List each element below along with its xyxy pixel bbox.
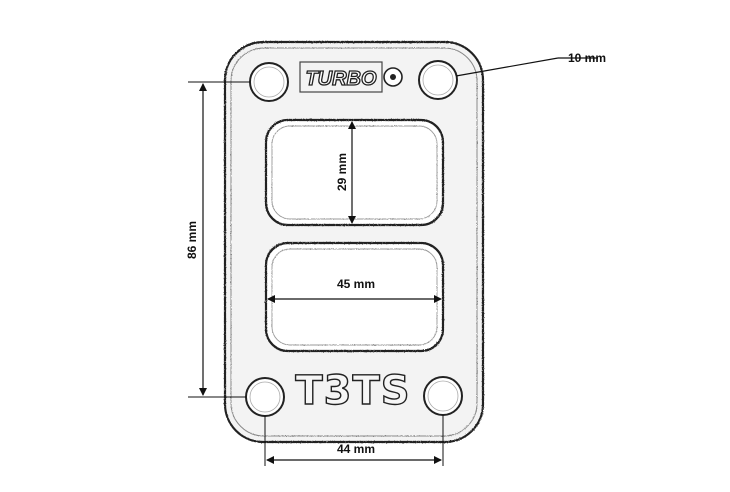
bolt-hole-diameter-label: 10 mm [568,51,606,65]
bolt-spacing-vertical-label: 86 mm [185,221,199,259]
model-stamp: T3TS [295,368,410,414]
port-height-label: 29 mm [335,153,349,191]
bolt-hole-bottom-left [245,377,285,417]
port-width-label: 45 mm [337,277,375,291]
bolt-hole-top-left [249,62,289,102]
upper-port [264,118,445,227]
lower-port [264,241,445,353]
turbo-logo: TURBO [299,61,403,93]
brand-logo-text: TURBO [305,68,377,90]
dimension-bolt-spacing-vertical: 86 mm [185,81,250,398]
dimension-port-width: 45 mm [267,277,442,303]
dimension-port-height: 29 mm [335,121,356,224]
bolt-hole-top-right [418,60,458,100]
dimension-bolt-spacing-horizontal: 44 mm [264,415,444,466]
dimension-bolt-hole: 10 mm [455,51,606,77]
bolt-hole-bottom-right [423,376,463,416]
bolt-spacing-horizontal-label: 44 mm [337,442,375,456]
